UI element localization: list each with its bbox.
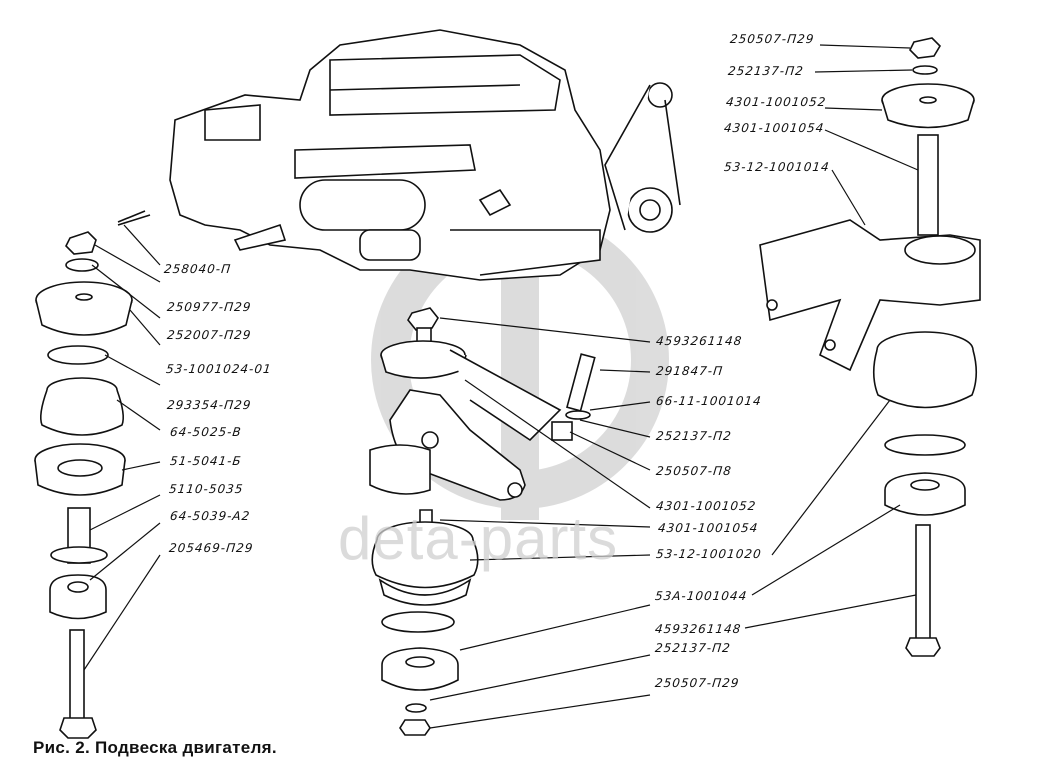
part-label: 258040-П [163,262,232,276]
part-label: 4301-1001054 [657,521,760,535]
part-label: 252137-П2 [654,641,732,655]
part-label: 4301-1001052 [655,499,758,513]
part-label: 250507-П29 [654,676,741,690]
right-lower-cushion [884,472,966,516]
right-sleeve [917,134,939,236]
part-label: 66-11-1001014 [655,394,763,408]
lower-cushion [49,574,107,620]
right-washer [912,65,938,75]
part-label: 4593261148 [655,334,744,348]
engine-block [169,29,681,281]
bracket-arm [449,349,562,442]
center-bolt-head [407,307,439,331]
part-label: 293354-П29 [166,398,253,412]
castle-nut [65,231,97,255]
part-label: 51-5041-Б [169,454,243,468]
part-label: 252137-П2 [655,429,733,443]
bolt-head [59,717,97,739]
watermark-text: deta-parts [338,505,619,572]
part-label: 250507-П8 [655,464,733,478]
part-label: 53А-1001044 [654,589,749,603]
part-label: 291847-П [655,364,724,378]
part-label: 205469-П29 [168,541,255,555]
cotter-pin [117,214,151,226]
part-label: 4301-1001052 [725,95,828,109]
part-label: 64-5039-А2 [169,509,252,523]
part-label: 4301-1001054 [723,121,826,135]
right-bolt [915,524,931,641]
washer [65,258,99,272]
leader-lines [83,44,919,729]
stud [566,353,596,412]
part-label: 4593261148 [654,622,743,636]
spacer-washer [47,345,109,365]
nut-center [551,421,573,441]
right-mount-parts [759,37,981,657]
part-label: 53-12-1001014 [723,160,831,174]
bolt [69,629,85,721]
center-nut [399,719,431,736]
part-label: 53-1001024-01 [165,362,273,376]
part-label: 5110-5035 [168,482,245,496]
center-mount-parts [369,307,596,736]
lower-center-cushion [381,647,459,691]
center-washer [381,611,455,633]
part-label: 250977-П29 [166,300,253,314]
part-label: 252007-П29 [166,328,253,342]
right-nut [909,37,942,59]
part-label: 53-12-1001020 [655,547,763,561]
part-label: 250507-П29 [729,32,816,46]
part-label: 252137-П2 [727,64,805,78]
left-mount-parts [34,210,151,739]
right-bolt-head [905,637,941,657]
right-thin-washer [884,434,966,456]
figure-caption: Рис. 2. Подвеска двигателя. [33,738,277,757]
part-label: 64-5025-В [169,425,243,439]
